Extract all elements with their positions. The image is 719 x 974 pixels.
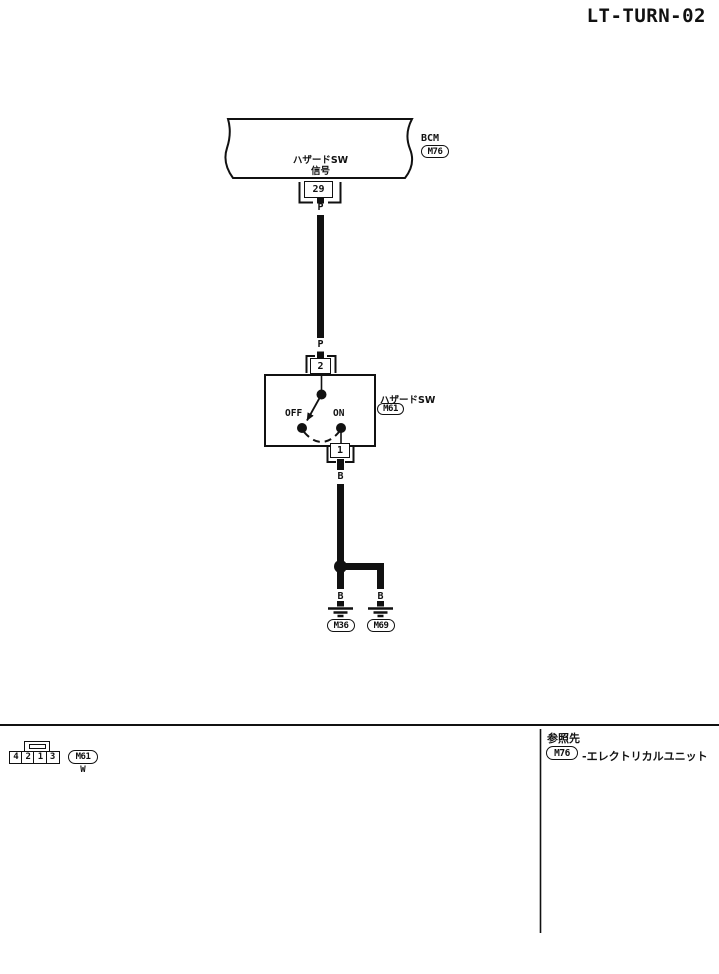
switch-arm [306,394,323,421]
ground-left-wire-color: B [337,591,344,602]
switch-travel-arc [303,431,340,443]
connector-pin-cell: 3 [45,750,60,764]
connector-view-color-code: W [80,765,86,775]
ground-symbol-m69 [368,607,393,618]
ground-symbol-m36 [328,607,353,618]
switch-off-label: OFF [285,408,303,419]
bcm-signal-label-line1: ハザードSW [292,155,349,166]
wire-junction-dot [334,560,347,573]
ground-right-connector-badge: M69 [367,619,395,632]
connector-view-pinrow: 4 2 1 3 [9,750,60,764]
wire-color-label-p-top: P [317,202,324,213]
switch-symbol [297,374,346,444]
page-title: LT-TURN-02 [586,5,706,27]
reference-item-text: -エレクトリカルユニット [582,750,708,763]
connector-bracket-29 [298,182,342,204]
connector-view-badge: M61 [68,750,98,764]
connector-view-tab-slot [28,744,46,749]
reference-heading: 参照先 [547,732,580,745]
connector-bracket-1 [326,447,355,463]
switch-off-contact [297,423,307,433]
bcm-box-outline [224,118,414,179]
reference-connector-badge: M76 [546,746,578,760]
wire-color-label-b: B [337,471,344,482]
ground-right-wire-color: B [377,591,384,602]
bcm-signal-label-line2: 信号 [310,166,330,177]
bcm-name-label: BCM [421,133,440,144]
switch-on-label: ON [333,408,345,419]
hazard-switch-box [264,374,376,447]
connector-bracket-2 [305,355,337,373]
wire-color-label-p-bottom: P [317,339,324,350]
wire-switch-to-ground [337,459,384,607]
hazard-switch-connector-badge: M61 [377,403,404,415]
bcm-connector-badge: M76 [421,145,449,158]
terminal-box-2: 2 [310,358,331,374]
terminal-box-29: 29 [304,181,333,198]
hazard-switch-name-label: ハザードSW [380,395,436,406]
ground-left-connector-badge: M36 [327,619,355,632]
terminal-box-1: 1 [330,443,350,458]
